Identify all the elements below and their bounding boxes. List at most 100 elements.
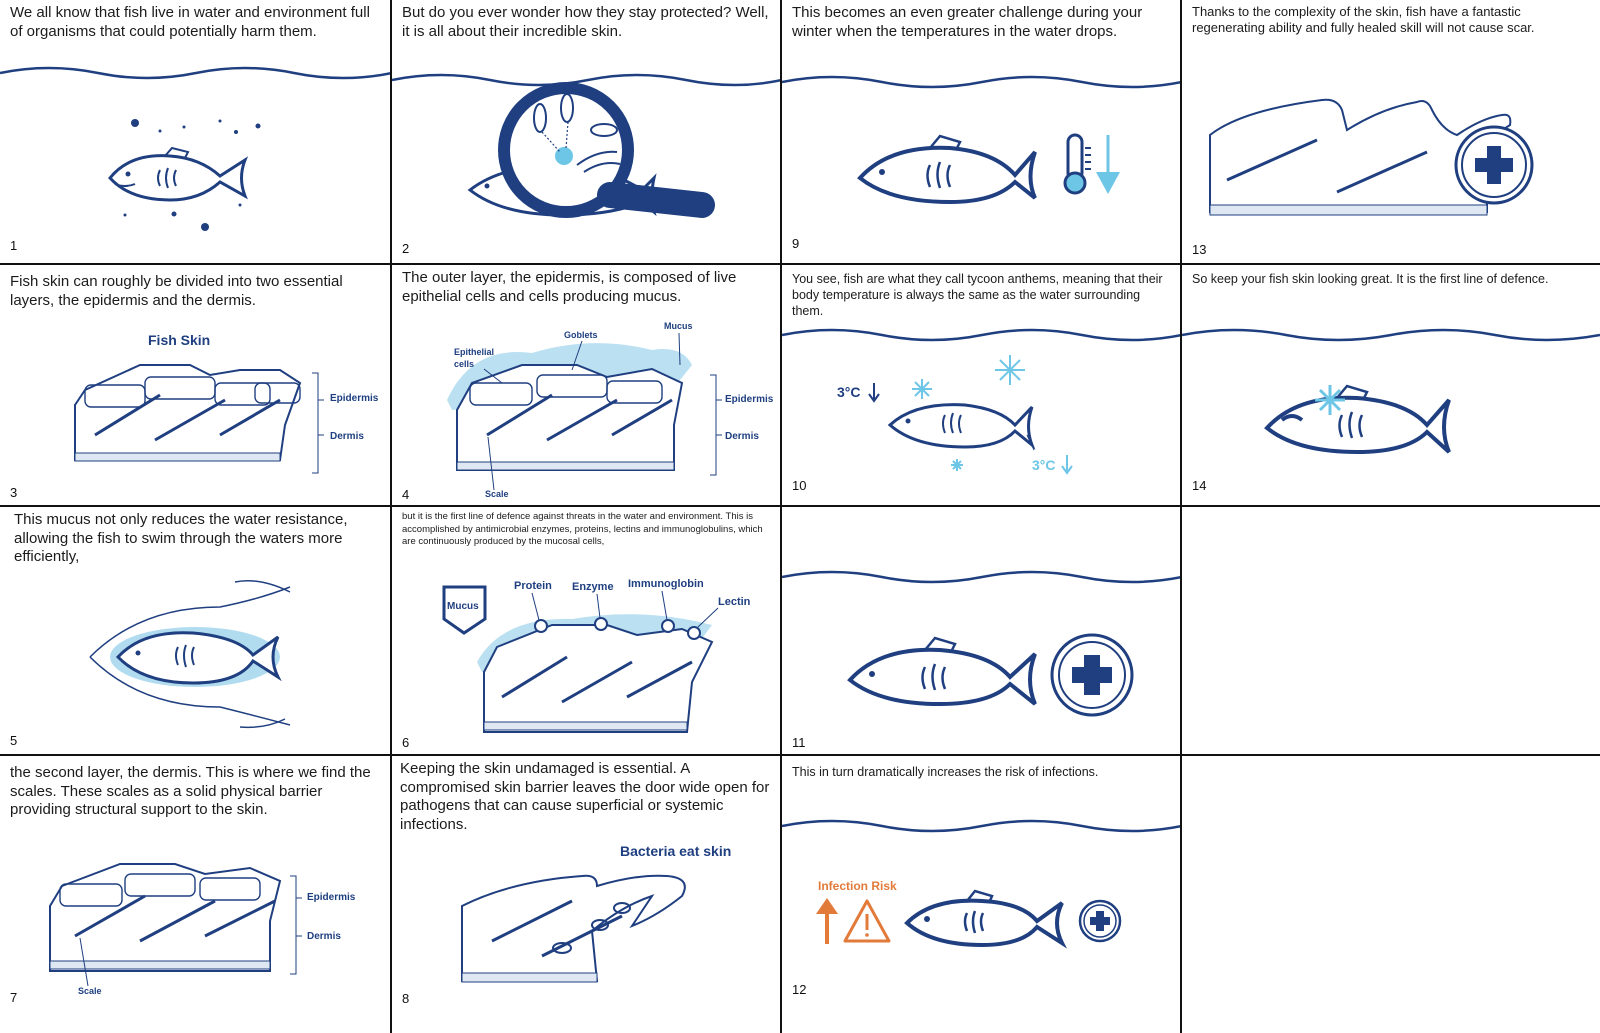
- panel-10: You see, fish are what they call tycoon …: [782, 265, 1182, 505]
- panel-number: 6: [402, 735, 410, 750]
- grid-divider: [0, 754, 1600, 756]
- dermis-label: Dermis: [330, 431, 364, 442]
- panel-11: 11: [782, 507, 1182, 754]
- epidermis-label: Epidermis: [725, 394, 774, 405]
- panel-1: We all know that fish live in water and …: [0, 0, 392, 263]
- fish-icon: [857, 134, 1037, 205]
- panel-caption: So keep your fish skin looking great. It…: [1192, 272, 1549, 286]
- panel-8: Keeping the skin undamaged is essential.…: [392, 756, 782, 1033]
- lectin-label: Lectin: [718, 596, 751, 608]
- panel-number: 9: [792, 236, 800, 251]
- panel-number: 10: [792, 478, 807, 493]
- panel-caption: We all know that fish live in water and …: [10, 4, 370, 40]
- scale-label: Scale: [78, 986, 102, 996]
- panel-5: This mucus not only reduces the water re…: [0, 507, 392, 754]
- panel-2: But do you ever wonder how they stay pro…: [392, 0, 782, 263]
- fish-skin-title: Fish Skin: [148, 332, 210, 348]
- shield-icon: [442, 585, 487, 635]
- panel-12: This in turn dramatically increases the …: [782, 756, 1182, 1033]
- panel-14: So keep your fish skin looking great. It…: [1182, 265, 1600, 505]
- epidermis-illustration: Epidermis Dermis Epithelial cells Goblet…: [447, 321, 774, 499]
- damaged-skin-illustration: Bacteria eat skin: [461, 843, 731, 983]
- enzyme-label: Enzyme: [572, 581, 614, 593]
- panel-3: Fish skin can roughly be divided into tw…: [0, 265, 392, 505]
- grid-divider: [1180, 0, 1182, 1033]
- plus-icon: [1454, 125, 1534, 205]
- panel-caption: Fish skin can roughly be divided into tw…: [10, 273, 343, 309]
- swimming-fish-illustration: [89, 580, 291, 729]
- panel-number: 14: [1192, 478, 1207, 493]
- epithelial-label: Epithelial: [454, 347, 494, 357]
- snowflake-icon: [912, 355, 1025, 471]
- scale-label: Scale: [485, 489, 509, 499]
- temp-label: 3°C: [1032, 457, 1056, 473]
- panel-number: 11: [792, 735, 806, 750]
- protein-label: Protein: [514, 580, 552, 592]
- panel-number: 7: [10, 990, 18, 1005]
- fish-icon: [887, 403, 1036, 450]
- fish-icon: [108, 146, 249, 202]
- fish-icon: [1264, 384, 1451, 455]
- panel-caption: This becomes an even greater challenge d…: [792, 4, 1143, 40]
- panel-7: the second layer, the dermis. This is wh…: [0, 756, 392, 1033]
- magnifier-illustration: [392, 73, 782, 218]
- mucus-defence-illustration: Mucus Protein Enzyme Immunoglobin Lectin: [442, 578, 751, 733]
- temperature-fish-illustration: 3°C 3°C: [782, 328, 1182, 475]
- dermis-label: Dermis: [725, 431, 759, 442]
- epidermis-label: Epidermis: [307, 892, 356, 903]
- healed-skin-illustration: [1209, 98, 1534, 216]
- dermis-illustration: Epidermis Dermis Scale: [49, 863, 356, 996]
- immunoglobin-label: Immunoglobin: [628, 578, 704, 590]
- panel-13: Thanks to the complexity of the skin, fi…: [1182, 0, 1600, 263]
- skin-layers-illustration: Fish Skin Epidermis Dermis: [74, 332, 379, 474]
- mucus-label: Mucus: [447, 601, 479, 612]
- epidermis-label: Epidermis: [330, 393, 379, 404]
- goblets-label: Goblets: [564, 330, 598, 340]
- fish-icon: [847, 636, 1037, 707]
- panel-number: 3: [10, 485, 18, 500]
- panel-caption: This mucus not only reduces the water re…: [14, 511, 348, 565]
- healthy-fish-illustration: [782, 570, 1182, 717]
- grid-divider: [390, 0, 392, 1033]
- water-fish-illustration: [0, 66, 392, 231]
- dermis-label: Dermis: [307, 931, 341, 942]
- panel-caption: Thanks to the complexity of the skin, fi…: [1192, 4, 1535, 35]
- panel-number: 1: [10, 238, 18, 253]
- grid-divider: [0, 505, 1600, 507]
- panel-number: 4: [402, 487, 410, 502]
- panel-number: 5: [10, 733, 18, 748]
- particles: [123, 119, 261, 231]
- panel-number: 12: [792, 982, 807, 997]
- panel-caption: Keeping the skin undamaged is essential.…: [400, 760, 770, 833]
- plus-icon: [1050, 633, 1134, 717]
- panel-caption: The outer layer, the epidermis, is compo…: [402, 269, 737, 305]
- panel-caption: But do you ever wonder how they stay pro…: [402, 4, 769, 40]
- infection-risk-label: Infection Risk: [818, 879, 897, 893]
- infection-risk-illustration: Infection Risk: [782, 819, 1182, 949]
- panel-number: 8: [402, 991, 410, 1006]
- panel-caption: You see, fish are what they call tycoon …: [792, 272, 1163, 318]
- panel-caption: This in turn dramatically increases the …: [792, 765, 1099, 779]
- cold-fish-illustration: [782, 75, 1182, 205]
- panel-6: but it is the first line of defence agai…: [392, 507, 782, 754]
- panel-blank-1: [1182, 507, 1600, 754]
- grid-divider: [0, 263, 1600, 265]
- panel-blank-2: [1182, 756, 1600, 1033]
- fish-icon: [904, 889, 1068, 949]
- bacteria-label: Bacteria eat skin: [620, 843, 731, 859]
- sparkle-icon: [1315, 385, 1345, 415]
- bacteria-icon: [552, 902, 631, 954]
- mucus-label: Mucus: [664, 321, 693, 331]
- wink-fish-illustration: [1182, 328, 1600, 455]
- temp-label: 3°C: [837, 384, 861, 400]
- panel-number: 2: [402, 241, 410, 256]
- panel-4: The outer layer, the epidermis, is compo…: [392, 265, 782, 505]
- panel-9: This becomes an even greater challenge d…: [782, 0, 1182, 263]
- fish-icon: [115, 631, 282, 685]
- panel-caption: the second layer, the dermis. This is wh…: [10, 764, 371, 818]
- panel-number: 13: [1192, 242, 1207, 257]
- thermometer-icon: [1063, 133, 1091, 195]
- cells-label: cells: [454, 359, 474, 369]
- grid-divider: [780, 0, 782, 1033]
- panel-caption: but it is the first line of defence agai…: [402, 511, 763, 547]
